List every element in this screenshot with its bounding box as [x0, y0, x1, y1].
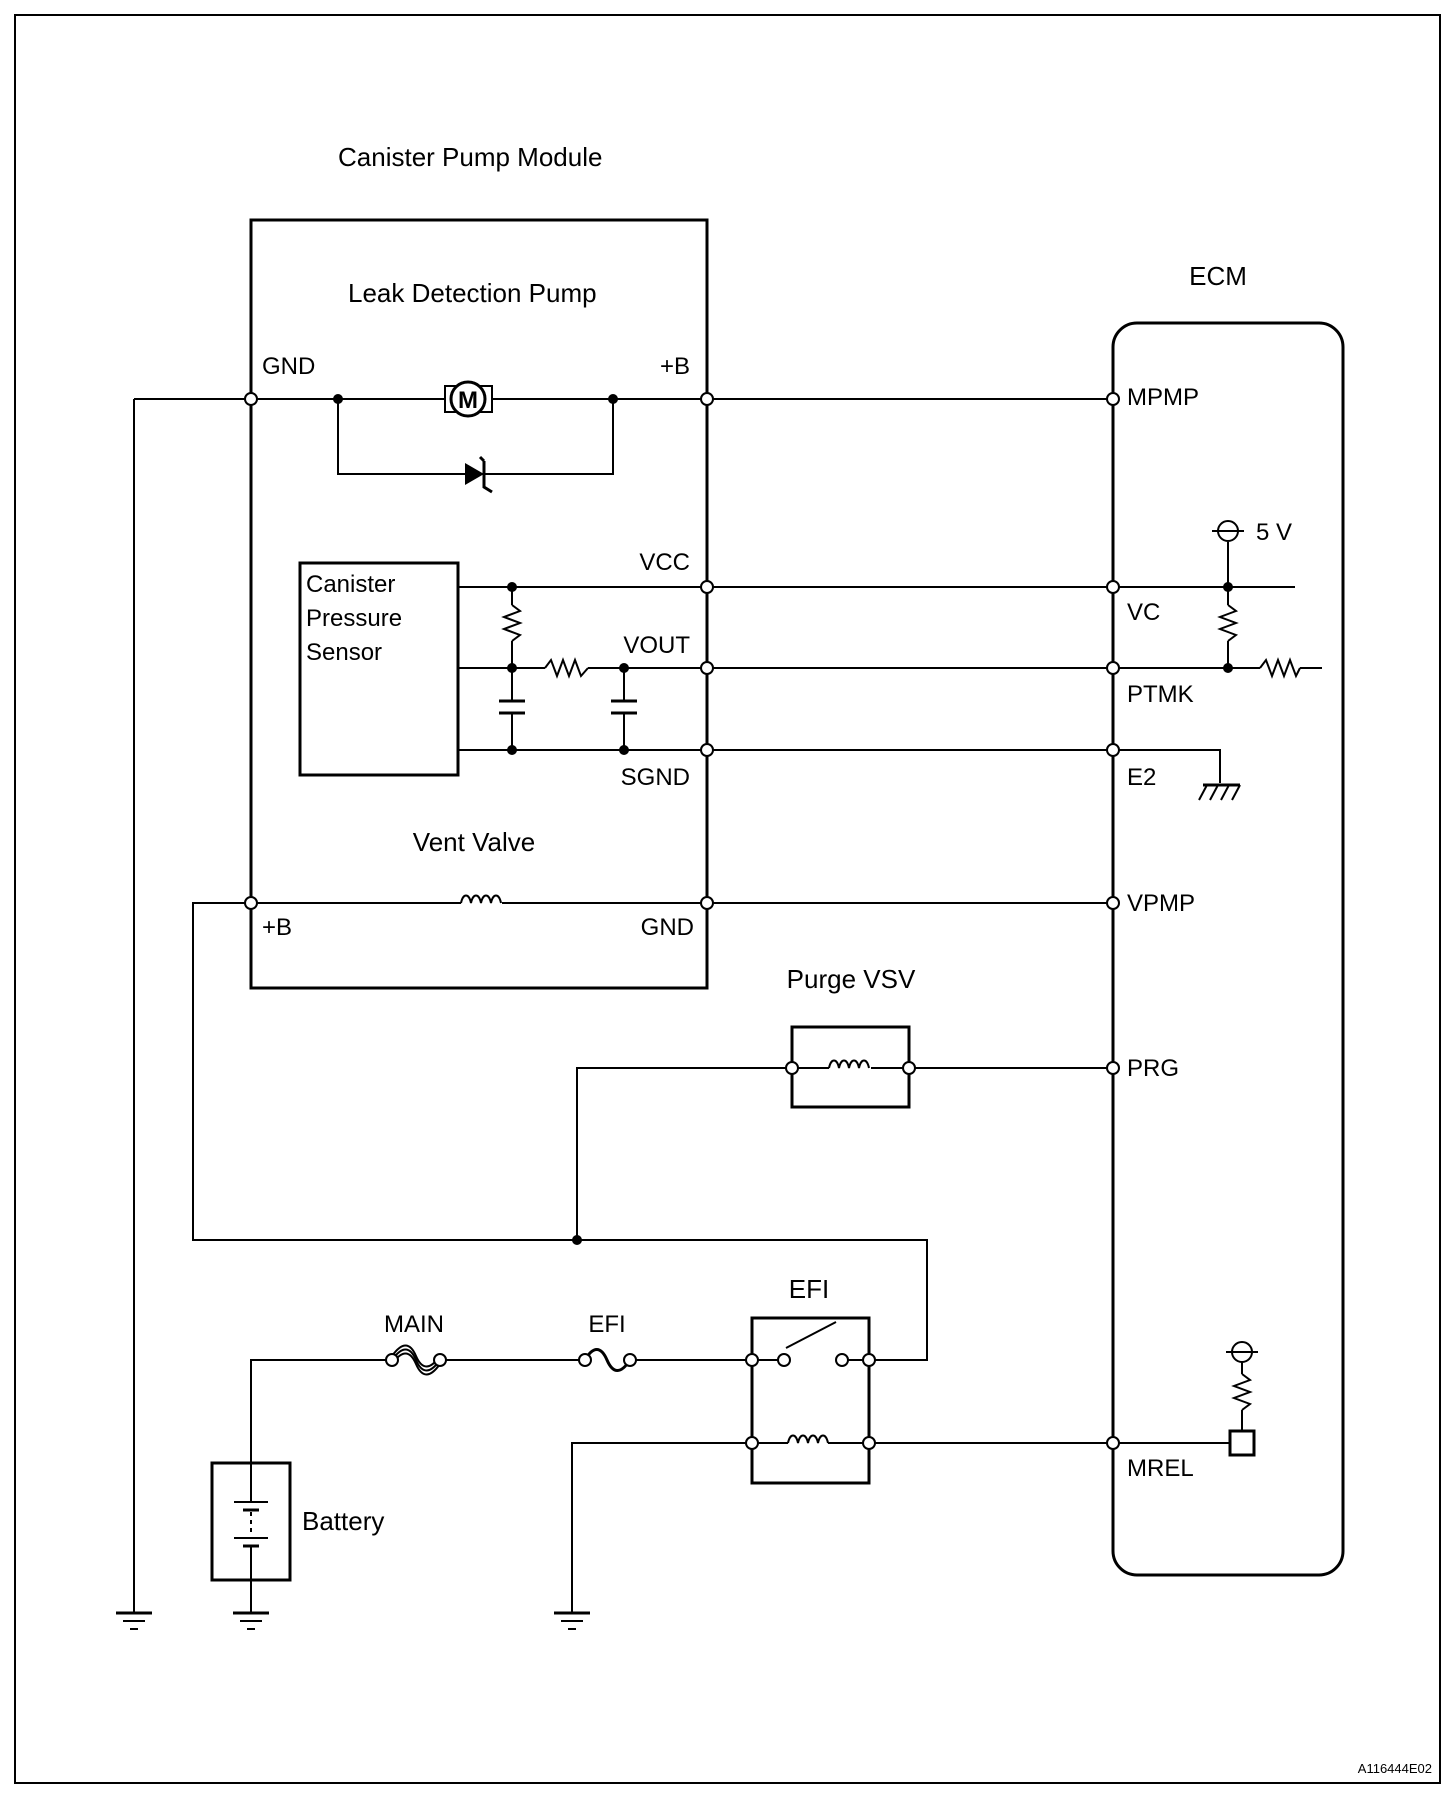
- wire-vent-valve-b: [192, 902, 928, 1361]
- ecm-pin-e2: E2: [1127, 764, 1156, 791]
- figure-code: A116444E02: [1358, 1761, 1432, 1776]
- ecm-title: ECM: [1189, 261, 1247, 291]
- pin-vcc: VCC: [639, 549, 690, 576]
- pin-sgnd: SGND: [621, 764, 690, 791]
- ecm-pin-vpmp: VPMP: [1127, 890, 1195, 917]
- vent-valve-coil-icon: [460, 894, 502, 904]
- relay-switch-blade: [785, 1321, 837, 1349]
- ecm-pin-ptmk: PTMK: [1127, 681, 1194, 708]
- figure-frame: [14, 14, 1441, 1784]
- resistor-ecm-series: [1259, 657, 1301, 679]
- wire-sgnd: [458, 749, 1221, 783]
- wire-relay-coil-gnd: [571, 1442, 752, 1613]
- vent-valve-label: Vent Valve: [413, 827, 535, 857]
- sensor-label-line3: Sensor: [306, 639, 382, 666]
- resistor-mrel-pullup: [1231, 1373, 1253, 1411]
- efi-fuse-icon: [583, 1348, 632, 1372]
- purge-vsv-label: Purge VSV: [787, 964, 916, 994]
- efi-relay-label: EFI: [789, 1274, 829, 1304]
- canister-pump-module-title: Canister Pump Module: [338, 142, 602, 172]
- diode-icon: [465, 455, 493, 494]
- ecm-pin-vc: VC: [1127, 599, 1160, 626]
- pin-valve-gnd: GND: [641, 914, 694, 941]
- ecm-box: [1111, 321, 1345, 1577]
- ground-e2-hatch-1: [1198, 784, 1208, 801]
- ground-e2-hatch-3: [1220, 784, 1230, 801]
- ecm-pin-prg: PRG: [1127, 1055, 1179, 1082]
- ground-e2-hatch-4: [1231, 784, 1241, 801]
- leak-detection-pump-label: Leak Detection Pump: [348, 278, 597, 308]
- supply-5v-label: 5 V: [1256, 519, 1292, 546]
- resistor-sensor-pullup: [501, 604, 523, 642]
- efi-fuse-label: EFI: [588, 1311, 625, 1338]
- sensor-label-line2: Pressure: [306, 605, 402, 632]
- resistor-ecm-pullup: [1217, 604, 1239, 642]
- pin-valve-b: +B: [262, 914, 292, 941]
- efi-relay-box: [750, 1316, 871, 1485]
- resistor-vout-series: [544, 657, 589, 679]
- pin-vout: VOUT: [623, 632, 690, 659]
- ground-e2-hatch-2: [1209, 784, 1219, 801]
- canister-pump-module-box: [249, 218, 709, 990]
- sensor-label-line1: Canister: [306, 571, 395, 598]
- ecm-mrel-driver: [1228, 1429, 1256, 1457]
- battery-label: Battery: [302, 1506, 384, 1536]
- wire-purge-vsv-supply: [576, 1067, 792, 1240]
- pin-pump-gnd: GND: [262, 353, 315, 380]
- ecm-pin-mpmp: MPMP: [1127, 384, 1199, 411]
- ground-left-icon: [116, 1611, 152, 1630]
- purge-vsv-coil-icon: [828, 1059, 870, 1069]
- junction-dots: [333, 394, 1233, 1245]
- motor-icon: [444, 380, 493, 418]
- terminals: [244, 392, 1120, 1450]
- main-fuse-label: MAIN: [384, 1311, 444, 1338]
- relay-coil-icon: [787, 1434, 829, 1444]
- wire-battery-main: [250, 1359, 392, 1463]
- main-fuse-icon: [391, 1344, 441, 1376]
- ground-battery-icon: [233, 1611, 269, 1630]
- ground-relay-icon: [554, 1611, 590, 1630]
- ecm-pin-mrel: MREL: [1127, 1455, 1194, 1482]
- motor-letter: M: [458, 387, 478, 414]
- pin-pump-b: +B: [660, 353, 690, 380]
